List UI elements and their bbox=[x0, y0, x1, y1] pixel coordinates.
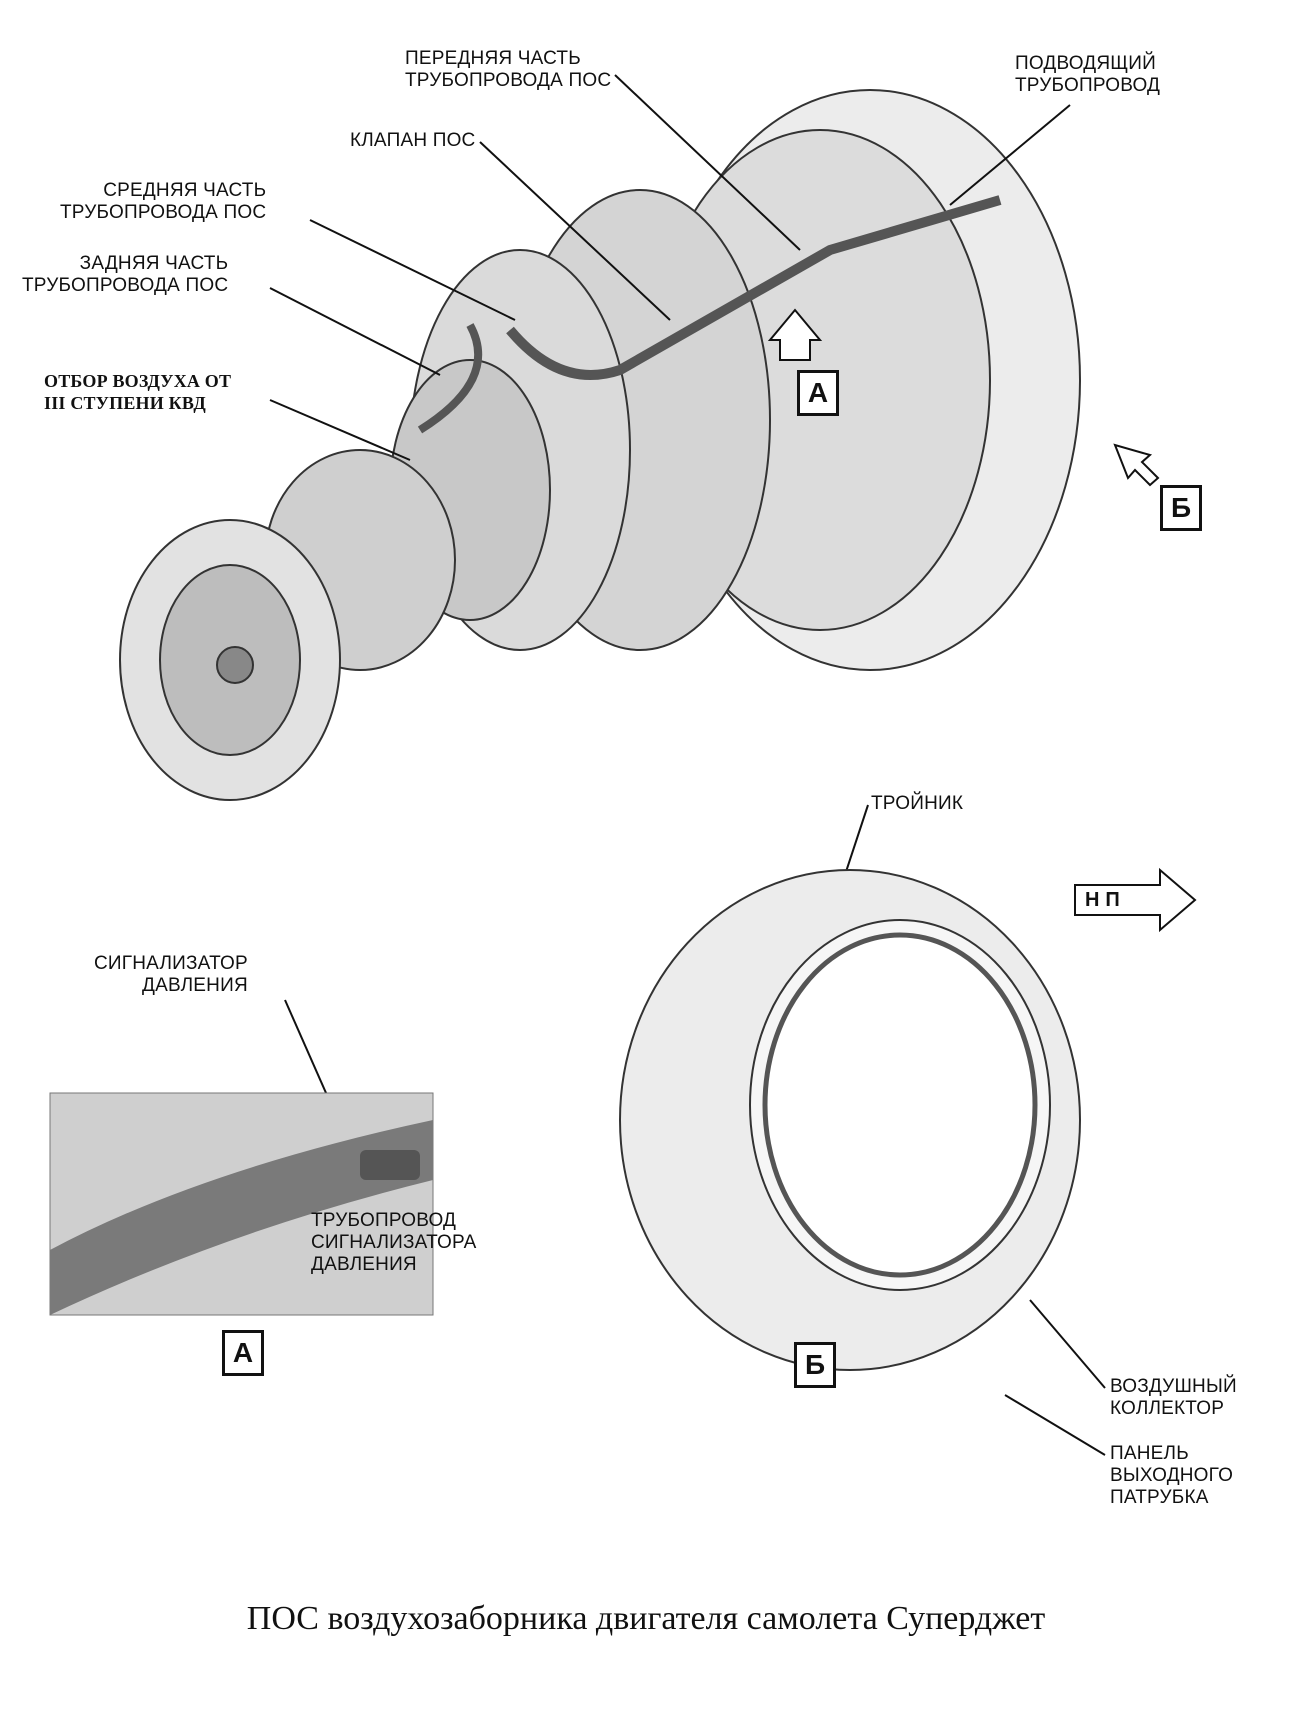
label-line: ТРУБОПРОВОДА ПОС bbox=[60, 202, 267, 223]
view-a-arrow bbox=[767, 308, 823, 361]
label-line: ТРУБОПРОВОД bbox=[1015, 75, 1161, 96]
label-line: ОТБОР ВОЗДУХА ОТ bbox=[44, 371, 232, 391]
label-line: ПАТРУБКА bbox=[1110, 1487, 1209, 1508]
flight-direction-arrow bbox=[1074, 867, 1197, 933]
label-line: ДАВЛЕНИЯ bbox=[311, 1254, 417, 1275]
label-line: ПОДВОДЯЩИЙ bbox=[1015, 53, 1157, 74]
label-valve: КЛАПАН ПОС bbox=[350, 130, 476, 151]
view-b-title: Б bbox=[794, 1342, 836, 1388]
label-line: ПЕРЕДНЯЯ ЧАСТЬ bbox=[405, 48, 581, 69]
label-line: ВЫХОДНОГО bbox=[1110, 1465, 1234, 1486]
label-tee: ТРОЙНИК bbox=[871, 793, 964, 814]
view-a-title: А bbox=[222, 1330, 264, 1376]
label-line: ТРУБОПРОВОДА ПОС bbox=[22, 275, 229, 296]
label-line: ПАНЕЛЬ bbox=[1110, 1443, 1189, 1464]
figure-caption: ПОС воздухозаборника двигателя самолета … bbox=[246, 1600, 1046, 1637]
label-line: ВОЗДУШНЫЙ bbox=[1110, 1376, 1237, 1397]
label-line: СИГНАЛИЗАТОР bbox=[94, 953, 248, 974]
label-line: ДАВЛЕНИЯ bbox=[142, 975, 248, 996]
label-flight-direction: Н П bbox=[1085, 889, 1120, 911]
view-b-arrow bbox=[1113, 443, 1160, 487]
view-a-marker: А bbox=[797, 370, 839, 416]
label-line: СРЕДНЯЯ ЧАСТЬ bbox=[103, 180, 267, 201]
label-line: СИГНАЛИЗАТОРА bbox=[311, 1232, 477, 1253]
label-line: III СТУПЕНИ КВД bbox=[44, 393, 206, 413]
view-b-marker: Б bbox=[1160, 485, 1202, 531]
label-line: ТРУБОПРОВОДА ПОС bbox=[405, 70, 612, 91]
anti-ice-pipe bbox=[506, 195, 1002, 380]
label-line: ТРУБОПРОВОД bbox=[311, 1210, 457, 1231]
label-line: ЗАДНЯЯ ЧАСТЬ bbox=[79, 253, 229, 274]
label-line: КОЛЛЕКТОР bbox=[1110, 1398, 1225, 1419]
